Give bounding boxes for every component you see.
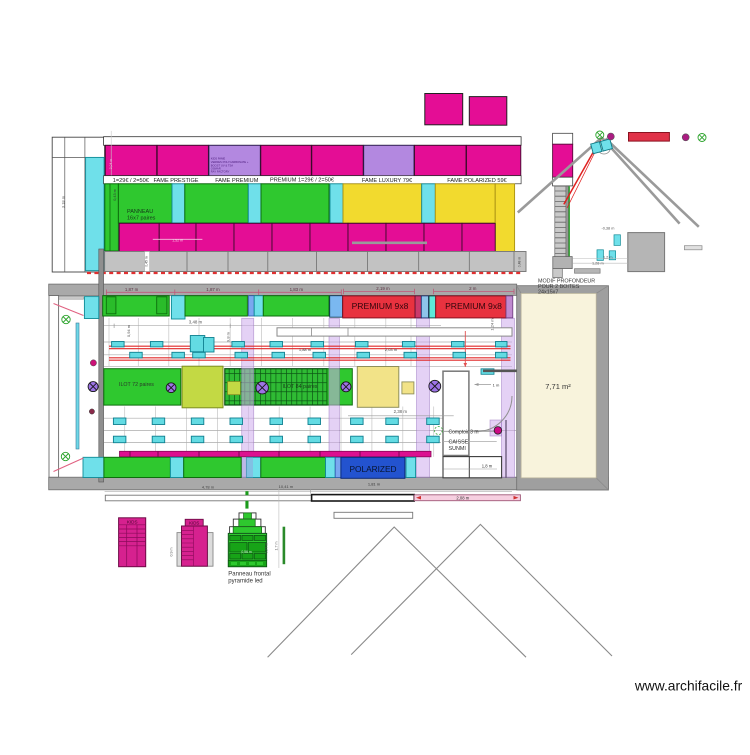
- svg-text:PREMIUM 9x8: PREMIUM 9x8: [445, 301, 502, 311]
- svg-text:POLARIZED: POLARIZED: [349, 464, 396, 474]
- svg-text:-0,38 m: -0,38 m: [602, 227, 615, 231]
- svg-text:KIDS: KIDS: [189, 521, 199, 526]
- svg-text:2,03 m: 2,03 m: [385, 347, 398, 352]
- svg-text:PREMIUM 1=29€ / 2=50€: PREMIUM 1=29€ / 2=50€: [270, 178, 335, 184]
- svg-text:3,04 m: 3,04 m: [109, 159, 113, 170]
- svg-text:SUNMI: SUNMI: [449, 446, 466, 452]
- svg-text:0,94 m: 0,94 m: [126, 324, 131, 337]
- svg-text:1,24 m: 1,24 m: [490, 318, 495, 331]
- svg-text:Comptoir 3 m: Comptoir 3 m: [449, 430, 479, 436]
- svg-text:16x7 paires: 16x7 paires: [127, 216, 156, 222]
- svg-text:pyramide led: pyramide led: [228, 579, 262, 585]
- svg-text:Panneau frontal: Panneau frontal: [228, 572, 270, 578]
- svg-text:PREMIUM 9x8: PREMIUM 9x8: [352, 301, 409, 311]
- svg-text:0,56 m: 0,56 m: [241, 550, 252, 554]
- svg-text:3,48 m: 3,48 m: [189, 319, 203, 324]
- svg-text:VERRES POLYCARBONATE +: VERRES POLYCARBONATE +: [211, 160, 249, 164]
- svg-text:1,2 m: 1,2 m: [603, 255, 613, 259]
- svg-text:ILOT 72 paires: ILOT 72 paires: [119, 382, 154, 388]
- svg-text:1,52 m: 1,52 m: [172, 238, 183, 242]
- svg-text:1,7 m: 1,7 m: [275, 542, 279, 551]
- svg-text:7,71 m²: 7,71 m²: [545, 382, 571, 391]
- svg-text:0,45 m: 0,45 m: [145, 256, 149, 267]
- svg-text:2,08 m: 2,08 m: [456, 495, 469, 500]
- svg-text:3,18 m: 3,18 m: [61, 195, 66, 208]
- svg-text:1,87 m: 1,87 m: [125, 287, 139, 292]
- svg-text:1,83 m: 1,83 m: [290, 287, 304, 292]
- svg-text:OSMAR: OSMAR: [211, 166, 221, 170]
- svg-text:RAY FACTORY: RAY FACTORY: [211, 170, 230, 174]
- svg-text:FAME LUXURY 79€: FAME LUXURY 79€: [362, 178, 413, 184]
- svg-text:0,77 m: 0,77 m: [265, 543, 269, 554]
- svg-text:1,8 m: 1,8 m: [482, 463, 493, 468]
- svg-text:BOOST UV & TSA: BOOST UV & TSA: [211, 163, 234, 167]
- svg-text:0,48 m: 0,48 m: [518, 257, 522, 268]
- svg-text:FAME PREMIUM: FAME PREMIUM: [215, 178, 259, 184]
- svg-text:FAME PRESTIGE: FAME PRESTIGE: [153, 178, 198, 184]
- svg-text:1,81 m: 1,81 m: [368, 482, 381, 487]
- svg-text:2,19 m: 2,19 m: [376, 286, 390, 291]
- svg-text:10,41 m: 10,41 m: [279, 484, 294, 489]
- svg-text:9,8 m: 9,8 m: [226, 331, 231, 342]
- svg-text:KIDS FAME: KIDS FAME: [211, 157, 226, 161]
- svg-text:4,78 m: 4,78 m: [202, 485, 215, 490]
- svg-text:KIDS: KIDS: [127, 519, 138, 524]
- svg-text:2,38 m: 2,38 m: [394, 409, 408, 414]
- svg-text:0,43 m: 0,43 m: [113, 189, 117, 201]
- svg-text:24x15x7: 24x15x7: [538, 290, 558, 296]
- svg-text:www.archifacile.fr: www.archifacile.fr: [634, 679, 743, 694]
- svg-text:POUR 2 BOITES: POUR 2 BOITES: [538, 284, 580, 290]
- svg-text:CAISSE: CAISSE: [449, 440, 469, 446]
- svg-text:ILOT 84 paires: ILOT 84 paires: [283, 384, 318, 390]
- svg-text:1,28 m: 1,28 m: [592, 262, 604, 266]
- svg-text:1,88 m: 1,88 m: [299, 347, 312, 352]
- svg-text:MODIF PROFONDEUR: MODIF PROFONDEUR: [538, 279, 595, 285]
- svg-text:PANNEAU: PANNEAU: [127, 209, 153, 215]
- svg-text:1=29€ / 2=50€: 1=29€ / 2=50€: [113, 178, 150, 184]
- svg-text:FAME POLARIZED 59€: FAME POLARIZED 59€: [447, 178, 507, 184]
- svg-text:1 m: 1 m: [493, 382, 500, 387]
- svg-text:2 m: 2 m: [469, 286, 477, 291]
- svg-text:1,87 m: 1,87 m: [206, 287, 220, 292]
- svg-text:0,9 m: 0,9 m: [170, 548, 174, 557]
